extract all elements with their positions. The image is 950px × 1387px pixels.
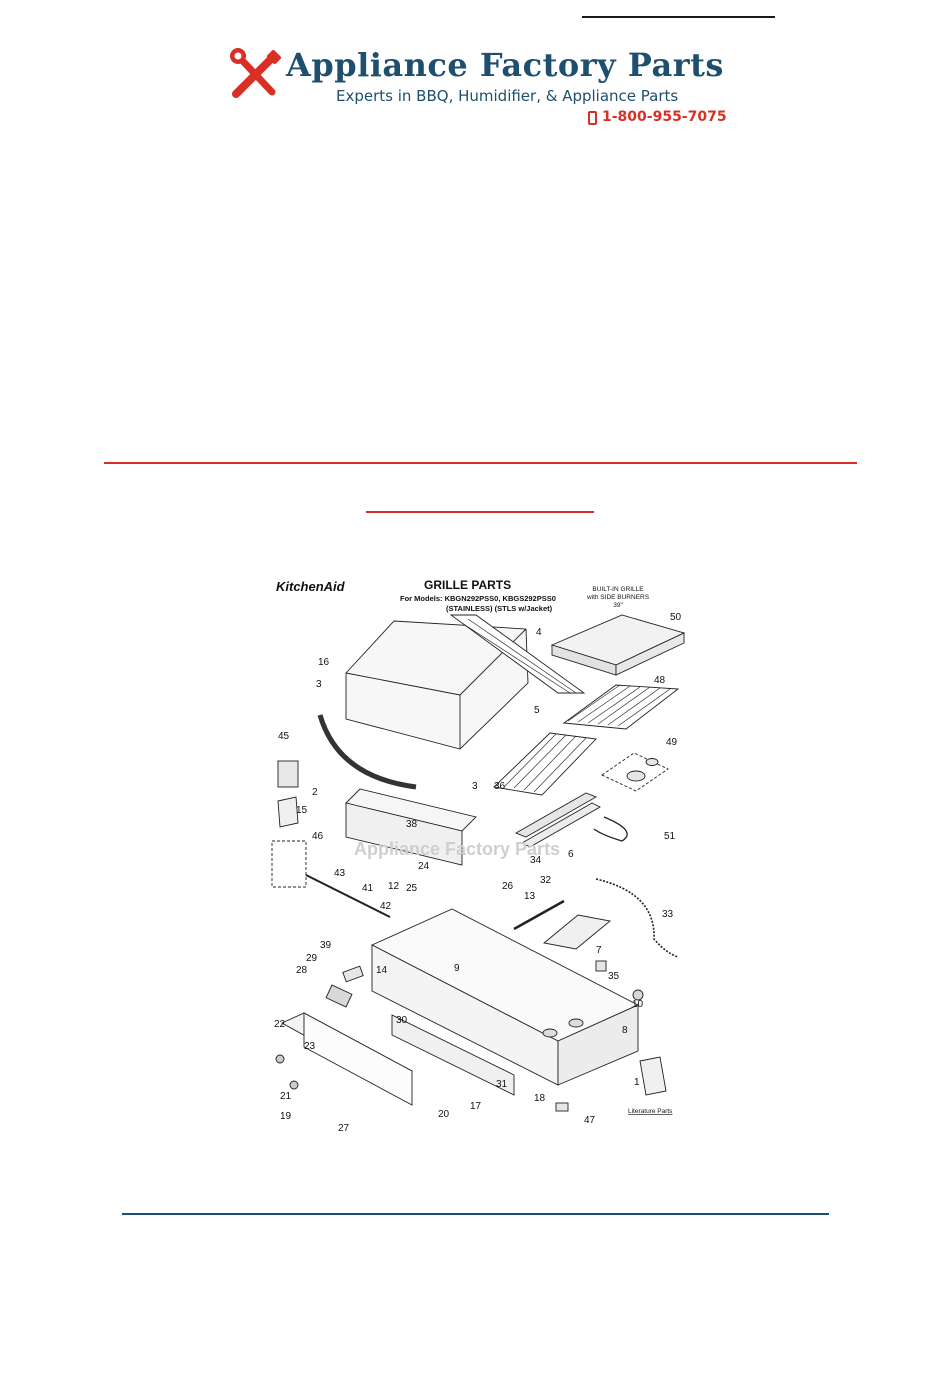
literature-label: Literature Parts xyxy=(628,1108,673,1115)
product-line-1: BUILT-IN GRILLE xyxy=(592,586,644,593)
part-number-label: 41 xyxy=(362,883,374,894)
part-number-label: 26 xyxy=(502,881,514,892)
tools-icon xyxy=(230,48,281,98)
part-number-label: 23 xyxy=(304,1041,316,1052)
cooking-grate-side xyxy=(562,684,680,730)
part-number-label: 28 xyxy=(296,965,308,976)
part-number-label: 34 xyxy=(530,855,542,866)
part-number-label: 43 xyxy=(334,868,346,879)
part-number-label: 12 xyxy=(388,881,400,892)
footer-divider xyxy=(122,1213,829,1215)
warming-rack xyxy=(449,614,586,694)
part-number-label: 19 xyxy=(280,1111,292,1122)
part-number-label: 2 xyxy=(312,787,318,798)
parts-diagram: KitchenAid GRILLE PARTS For Models: KBGN… xyxy=(266,573,710,1135)
part-number-label: 35 xyxy=(608,971,620,982)
brand-logo[interactable]: Appliance Factory Parts Experts in BBQ, … xyxy=(228,46,728,130)
part-number-label: 5 xyxy=(534,705,540,716)
part-number-label: 7 xyxy=(596,945,602,956)
part-number-label: 31 xyxy=(496,1079,508,1090)
part-number-label: 42 xyxy=(380,901,392,912)
diagram-watermark: Appliance Factory Parts xyxy=(354,839,560,859)
product-line-3: 39" xyxy=(613,602,623,609)
part-number-label: 3 xyxy=(316,679,322,690)
part-number-label: 10 xyxy=(632,999,644,1010)
section-divider xyxy=(104,462,857,464)
part-number-label: 32 xyxy=(540,875,552,886)
top-rule xyxy=(582,16,775,18)
diagram-models-variant: (STAINLESS) (STLS w/Jacket) xyxy=(446,604,553,613)
control-box-part xyxy=(277,760,299,788)
part-number-label: 22 xyxy=(274,1019,286,1030)
phone-icon xyxy=(588,111,597,125)
diagram-brand: KitchenAid xyxy=(276,579,346,594)
product-line-2: with SIDE BURNERS xyxy=(586,594,650,601)
part-number-label: 8 xyxy=(622,1025,628,1036)
part-number-label: 29 xyxy=(306,953,318,964)
part-number-label: 27 xyxy=(338,1123,350,1134)
part-number-label: 50 xyxy=(670,612,682,623)
part-number-label: 45 xyxy=(278,731,290,742)
part-number-label: 30 xyxy=(396,1015,408,1026)
part-number-label: 18 xyxy=(534,1093,546,1104)
part-number-label: 48 xyxy=(654,675,666,686)
phone-number: 1-800-955-7075 xyxy=(602,109,727,125)
part-number-label: 51 xyxy=(664,831,676,842)
part-number-label: 21 xyxy=(280,1091,292,1102)
part-number-label: 36 xyxy=(494,781,506,792)
part-number-label: 4 xyxy=(536,627,542,638)
cooking-grate xyxy=(493,732,597,796)
hood xyxy=(345,620,529,750)
part-number-label: 20 xyxy=(438,1109,450,1120)
part-number-label: 25 xyxy=(406,883,418,894)
part-number-label: 14 xyxy=(376,965,388,976)
part-number-label: 1 xyxy=(634,1077,640,1088)
part-number-label: 46 xyxy=(312,831,324,842)
part-number-label: 9 xyxy=(454,963,460,974)
part-number-label: 47 xyxy=(584,1115,596,1126)
diagram-models: For Models: KBGN292PSS0, KBGS292PSS0 xyxy=(400,594,556,603)
part-number-label: 15 xyxy=(296,805,308,816)
part-number-label: 39 xyxy=(320,940,332,951)
part-number-label: 17 xyxy=(470,1101,482,1112)
title-underline xyxy=(366,511,594,513)
part-number-label: 49 xyxy=(666,737,678,748)
part-number-label: 24 xyxy=(418,861,430,872)
brand-tagline: Experts in BBQ, Humidifier, & Appliance … xyxy=(336,87,679,105)
brand-name: Appliance Factory Parts xyxy=(286,46,724,84)
part-number-label: 33 xyxy=(662,909,674,920)
part-number-label: 38 xyxy=(406,819,418,830)
part-number-label: 3 xyxy=(472,781,478,792)
part-number-label: 16 xyxy=(318,657,330,668)
part-number-label: 6 xyxy=(568,849,574,860)
part-number-label: 13 xyxy=(524,891,536,902)
diagram-title: GRILLE PARTS xyxy=(424,578,511,592)
